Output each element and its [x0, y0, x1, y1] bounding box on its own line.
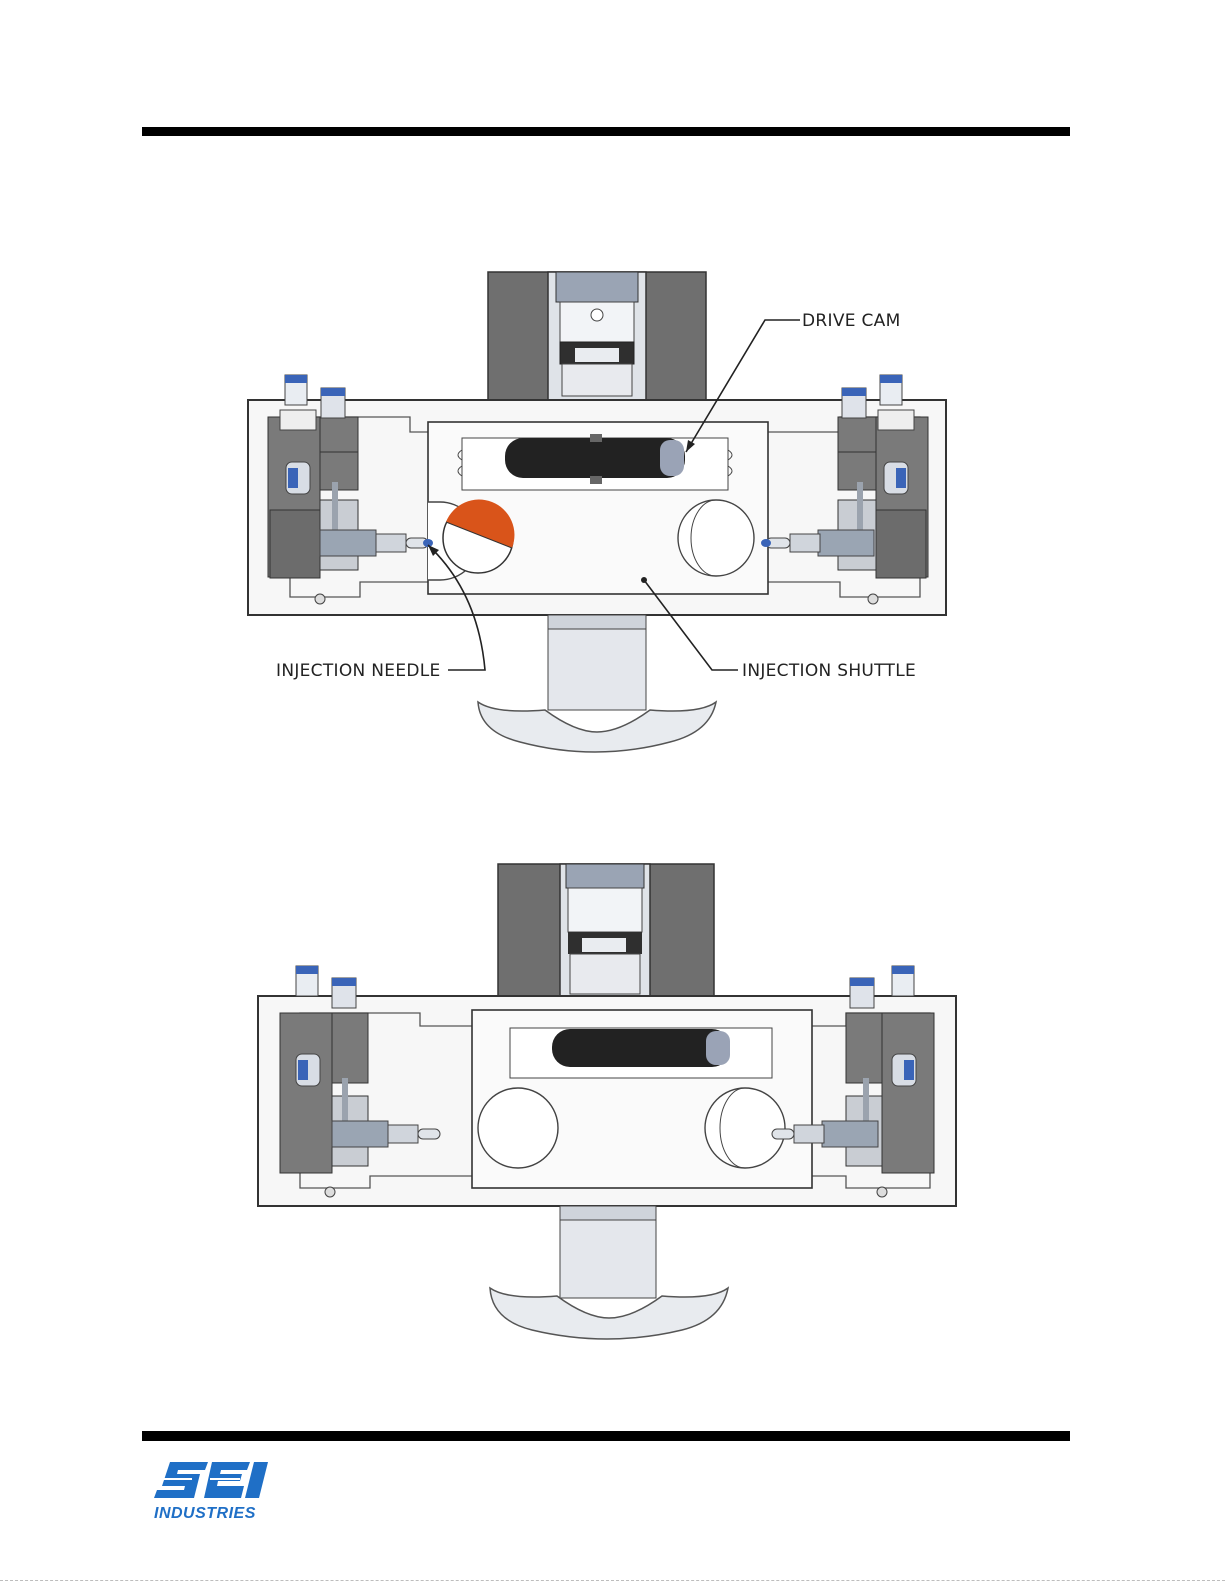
- figure-top-diagram: DRIVE CAM INJECTION NEEDLE INJECTION SHU…: [0, 262, 1225, 762]
- header-rule: [142, 127, 1070, 136]
- callout-drive-cam: DRIVE CAM: [802, 311, 901, 331]
- footer-rule: [142, 1431, 1070, 1441]
- figure-bottom-diagram: [0, 858, 1225, 1358]
- ball: [443, 500, 514, 573]
- page-edge: [0, 1580, 1225, 1581]
- callout-injection-shuttle: INJECTION SHUTTLE: [742, 661, 916, 681]
- logo-subtitle: INDUSTRIES: [154, 1505, 256, 1523]
- callout-injection-needle: INJECTION NEEDLE: [276, 661, 441, 681]
